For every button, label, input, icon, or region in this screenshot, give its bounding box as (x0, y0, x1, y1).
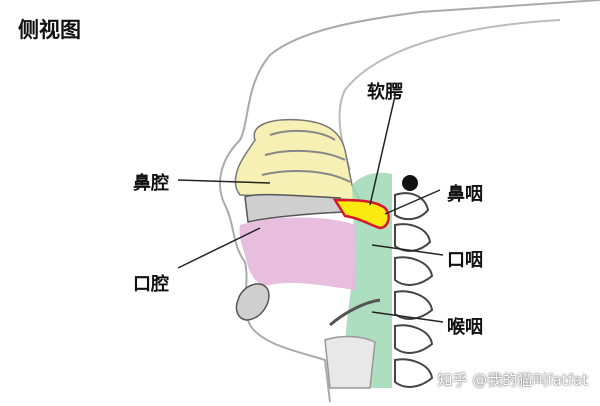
larynx (324, 335, 376, 389)
label-laryngopharynx: 喉咽 (447, 317, 483, 338)
oral-cavity-tongue (239, 217, 355, 290)
mandible (235, 283, 270, 321)
label-nasopharynx: 鼻咽 (447, 184, 483, 205)
inner-skull-outline (338, 19, 561, 171)
epiglottis (329, 298, 381, 327)
leader-lines (177, 95, 444, 323)
turbinate-lower (261, 169, 351, 183)
turbinate-middle (264, 149, 346, 161)
head-outline (219, 0, 600, 403)
label-nasal-cavity: 鼻腔 (133, 173, 169, 194)
soft-palate (332, 198, 390, 230)
cervical-spine (394, 192, 434, 388)
label-oropharynx: 口咽 (447, 250, 483, 271)
turbinate-upper (269, 129, 336, 141)
watermark: 知乎 @我的猫叫fatfat (437, 371, 588, 389)
label-soft-palate: 软腭 (367, 82, 403, 103)
label-oral-cavity: 口腔 (133, 274, 169, 295)
ear-canal-dot (402, 175, 418, 191)
diagram-title: 侧视图 (18, 18, 81, 42)
nasal-cavity-region (234, 118, 362, 201)
